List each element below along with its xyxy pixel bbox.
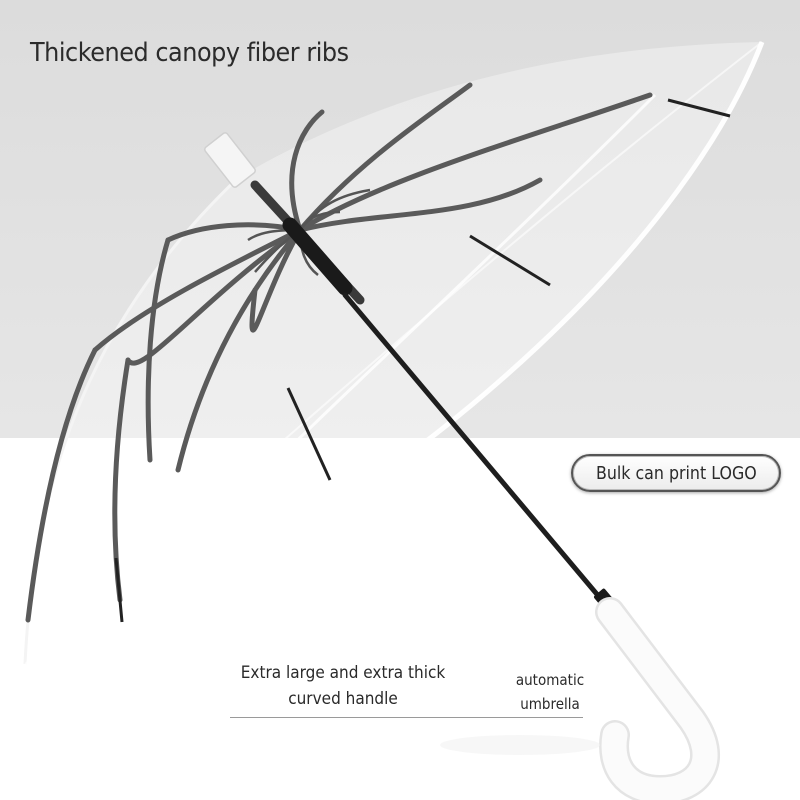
handle-caption: Extra large and extra thick curved handl…: [240, 663, 446, 709]
headline-text: Thickened canopy fiber ribs: [30, 38, 349, 68]
logo-badge: Bulk can print LOGO: [571, 454, 781, 492]
rib-tips: [114, 98, 731, 623]
runner: [282, 217, 353, 296]
automatic-caption-line2: umbrella: [520, 695, 580, 713]
automatic-caption-line1: automatic: [515, 671, 585, 689]
background-bottom: [0, 438, 800, 800]
floor-reflection: [440, 735, 600, 755]
automatic-caption: automatic umbrella: [510, 668, 591, 716]
umbrella-top-cap: [204, 132, 256, 188]
umbrella-shaft: [342, 292, 609, 608]
caption-divider: [230, 717, 583, 718]
curved-handle: [597, 599, 718, 800]
logo-badge-label: Bulk can print LOGO: [595, 462, 757, 484]
